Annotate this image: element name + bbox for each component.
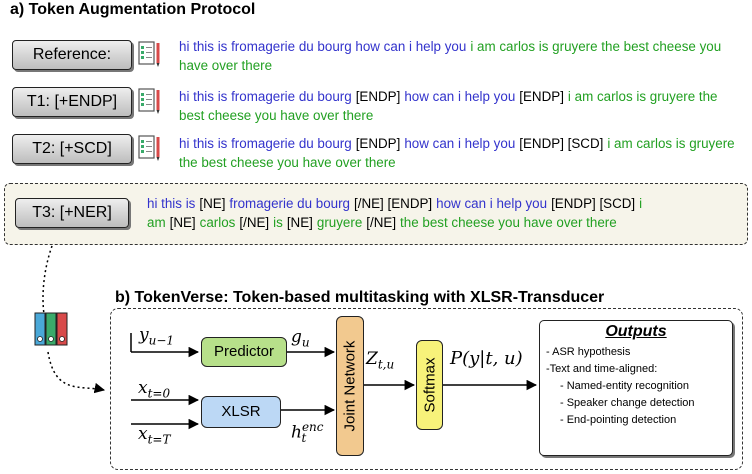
p-label: P(y|t, u) — [450, 348, 523, 369]
token-segment: gruyere — [316, 215, 363, 230]
output-item: - End-pointing detection — [560, 414, 677, 426]
dotted-connector-top — [42, 245, 53, 341]
x-tT-label: xt=T — [138, 424, 171, 447]
token-segment: the best cheese you have over there — [400, 215, 617, 230]
y-prev-label: yu−1 — [139, 325, 175, 348]
token-segment: [/NE] [ENDP] — [354, 196, 433, 211]
token-segment: hi this is fromagerie du bourg — [179, 89, 352, 104]
section-a-title: a) Token Augmentation Protocol — [10, 1, 256, 18]
token-segment: [ENDP] [SCD] — [551, 196, 636, 211]
token-segment: carlos — [199, 215, 236, 230]
softmax-node: Softmax — [416, 340, 443, 430]
checklist-icon — [138, 41, 160, 67]
token-segment: [ENDP] — [355, 89, 401, 104]
token-sequence-1: hi this is fromagerie du bourg[ENDP]how … — [179, 87, 739, 125]
row-label-0: Reference: — [12, 40, 132, 70]
output-item: - Named-entity recognition — [560, 380, 690, 392]
token-segment: i am carlos is gruyere the best cheese y… — [179, 39, 722, 73]
row-label-2: T2: [+SCD] — [12, 134, 132, 164]
output-item: -Text and time-aligned: — [546, 363, 658, 375]
token-segment: fromagerie du bourg — [229, 196, 351, 211]
dotted-connector-bottom — [47, 351, 106, 394]
token-segment: hi this is fromagerie du bourg — [179, 136, 352, 151]
token-segment: hi this is — [147, 196, 196, 211]
token-segment: i am — [147, 196, 643, 230]
token-segment: [ENDP] — [519, 89, 564, 104]
xlsr-node: XLSR — [201, 396, 281, 428]
g-u-label: gu — [291, 327, 310, 350]
token-segment: how can i help you — [436, 196, 548, 211]
output-item: - Speaker change detection — [560, 397, 695, 409]
token-segment: how can i help you — [404, 136, 516, 151]
softmax-label: Softmax — [421, 357, 438, 413]
token-sequence-2: hi this is fromagerie du bourg[ENDP]how … — [179, 134, 739, 172]
checklist-icon — [138, 135, 160, 161]
x-t0-label: xt=0 — [138, 378, 171, 401]
token-segment: how can i help you — [404, 89, 516, 104]
token-segment: [NE] — [169, 215, 196, 230]
predictor-node: Predictor — [201, 337, 287, 367]
token-segment: [/NE] — [366, 215, 397, 230]
joint-network-node: Joint Network — [336, 316, 364, 456]
token-segment: [ENDP] — [355, 136, 401, 151]
token-segment: [NE] — [286, 215, 313, 230]
token-sequence-3: hi this is[NE]fromagerie du bourg[/NE] [… — [147, 194, 743, 232]
binder-icon — [34, 312, 68, 346]
outputs-box: Outputs - ASR hypothesis -Text and time-a… — [539, 320, 733, 456]
token-segment: i am carlos is gruyere the best cheese y… — [179, 89, 718, 123]
section-b-title: b) TokenVerse: Token-based multitasking … — [115, 289, 605, 306]
row-label-3: T3: [+NER] — [15, 198, 129, 228]
token-segment: [/NE] — [239, 215, 270, 230]
z-label: Zt,u — [366, 349, 395, 372]
output-item: - ASR hypothesis — [546, 346, 631, 358]
outputs-title: Outputs — [605, 323, 667, 340]
token-segment: [ENDP] [SCD] — [519, 136, 604, 151]
token-sequence-0: hi this is fromagerie du bourg how can i… — [179, 37, 739, 75]
row-label-1: T1: [+ENDP] — [12, 87, 132, 117]
joint-network-label: Joint Network — [341, 340, 359, 432]
h-enc-label: henct — [291, 420, 324, 446]
token-segment: hi this is fromagerie du bourg how can i… — [179, 39, 467, 54]
token-segment: [NE] — [199, 196, 226, 211]
token-segment: i am carlos is gruyere the best cheese y… — [179, 136, 735, 170]
token-segment: is — [273, 215, 283, 230]
checklist-icon — [138, 88, 160, 114]
